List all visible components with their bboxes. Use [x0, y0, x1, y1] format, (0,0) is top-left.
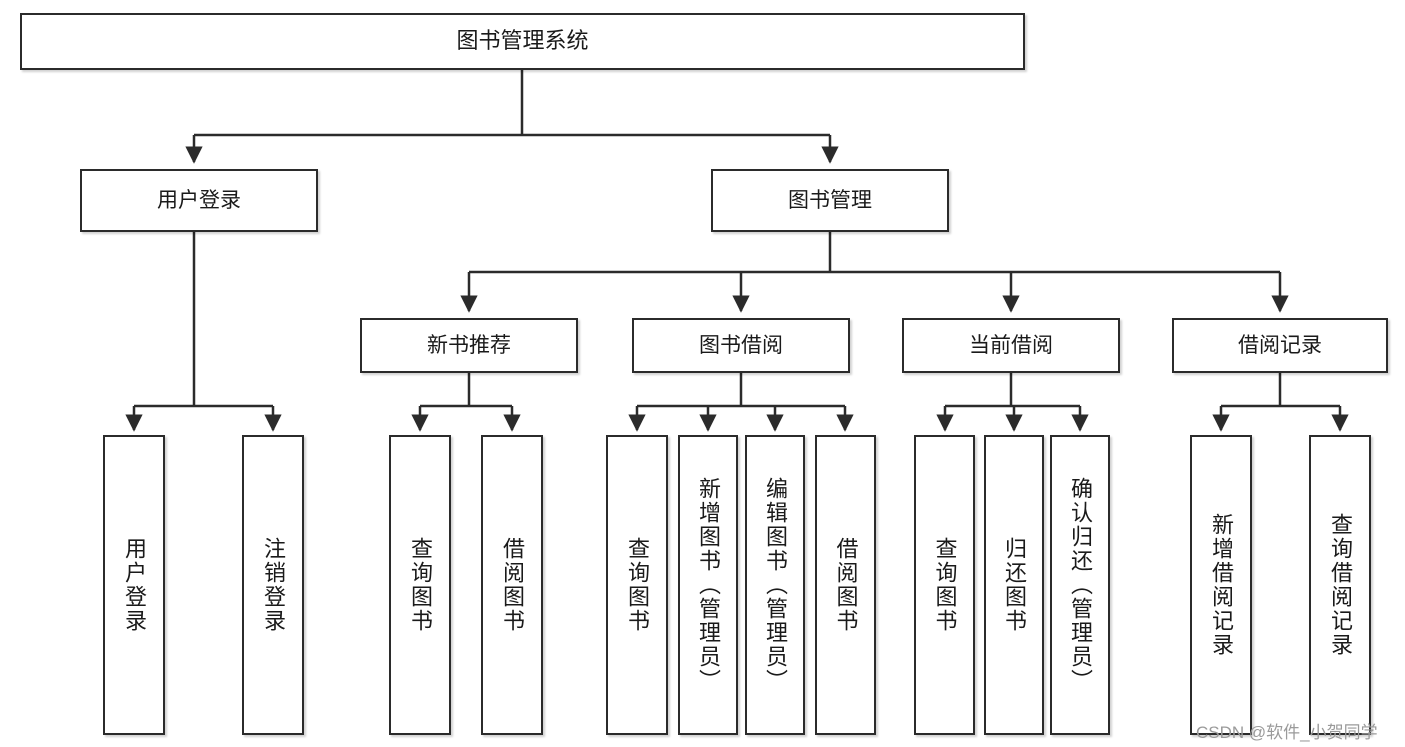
- node-label: 图书管理: [788, 188, 872, 212]
- node-leaf-borrow-book-2[interactable]: 借阅图书: [815, 435, 876, 735]
- node-current-borrow[interactable]: 当前借阅: [902, 318, 1120, 373]
- node-label: 确认归还（管理员）: [1068, 477, 1093, 693]
- node-label: 用户登录: [122, 537, 147, 633]
- node-book-manage[interactable]: 图书管理: [711, 169, 949, 232]
- node-new-book-recommend[interactable]: 新书推荐: [360, 318, 578, 373]
- node-label: 查询借阅记录: [1328, 513, 1353, 657]
- node-label: 查询图书: [408, 537, 433, 633]
- node-leaf-query-book-2[interactable]: 查询图书: [606, 435, 668, 735]
- node-label: 当前借阅: [969, 333, 1053, 357]
- node-user-login[interactable]: 用户登录: [80, 169, 318, 232]
- node-leaf-user-logout[interactable]: 注销登录: [242, 435, 304, 735]
- node-label: 查询图书: [932, 537, 958, 633]
- node-label: 新增借阅记录: [1209, 513, 1234, 657]
- node-borrow-record[interactable]: 借阅记录: [1172, 318, 1388, 373]
- node-label: 图书借阅: [699, 333, 783, 357]
- node-leaf-add-record[interactable]: 新增借阅记录: [1190, 435, 1252, 735]
- node-leaf-borrow-book-1[interactable]: 借阅图书: [481, 435, 543, 735]
- node-leaf-query-book-1[interactable]: 查询图书: [389, 435, 451, 735]
- node-leaf-query-book-3[interactable]: 查询图书: [914, 435, 975, 735]
- node-label: 用户登录: [157, 188, 241, 212]
- node-label: 图书管理系统: [456, 28, 589, 54]
- node-label: 归还图书: [1002, 537, 1027, 633]
- watermark-credit: CSDN @软件_小贺同学: [1196, 723, 1378, 742]
- node-book-borrow[interactable]: 图书借阅: [632, 318, 850, 373]
- node-label: 借阅记录: [1238, 333, 1322, 357]
- node-label: 新书推荐: [427, 333, 511, 357]
- node-leaf-confirm-return[interactable]: 确认归还（管理员）: [1050, 435, 1110, 735]
- node-leaf-user-login[interactable]: 用户登录: [103, 435, 165, 735]
- node-root-book-management-system[interactable]: 图书管理系统: [20, 13, 1025, 70]
- node-leaf-return-book[interactable]: 归还图书: [984, 435, 1044, 735]
- node-leaf-query-record[interactable]: 查询借阅记录: [1309, 435, 1371, 735]
- node-leaf-edit-book[interactable]: 编辑图书（管理员）: [745, 435, 805, 735]
- node-leaf-add-book[interactable]: 新增图书（管理员）: [678, 435, 738, 735]
- node-label: 编辑图书（管理员）: [763, 477, 788, 693]
- node-label: 新增图书（管理员）: [696, 477, 721, 693]
- node-label: 注销登录: [261, 537, 286, 633]
- node-label: 借阅图书: [833, 537, 859, 633]
- node-label: 借阅图书: [500, 537, 525, 633]
- node-label: 查询图书: [625, 537, 650, 633]
